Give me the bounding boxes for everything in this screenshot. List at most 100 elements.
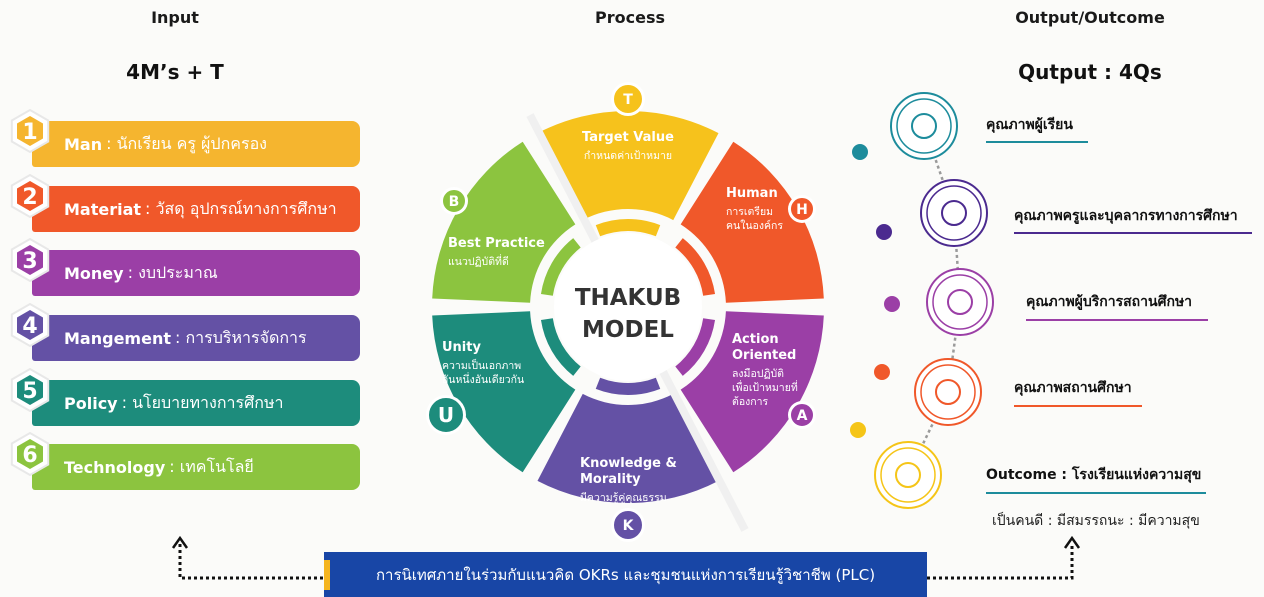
wheel-segment-u (432, 311, 576, 473)
wheel-badge-letter: U (438, 403, 454, 427)
wheel-badge-letter: K (623, 518, 635, 534)
footer-banner: การนิเทศภายในร่วมกับแนวคิด OKRs และชุมชน… (324, 552, 927, 597)
hexagon-fill (17, 375, 43, 405)
output-node-icon (941, 200, 967, 226)
thakub-wheel: THAKUB MODEL Target Value กำหนดค่าเป้าหมา… (426, 82, 824, 542)
wheel-inner-ring (540, 318, 581, 376)
input-item-money: Money: งบประมาณ (32, 250, 360, 296)
output-header: Output/Outcome (1015, 8, 1165, 27)
output-title: Qutput : 4Qs (1018, 60, 1162, 84)
wheel-inner-ring (675, 238, 716, 296)
input-item-material: Materiat: วัสดุ อุปกรณ์ทางการศึกษา (32, 186, 360, 232)
output-underline (1026, 319, 1208, 321)
wheel-segment-title: Human (726, 186, 778, 201)
output-node (926, 185, 982, 241)
input-item-management: Mangement: การบริหารจัดการ (32, 315, 360, 361)
input-key: Technology (64, 457, 166, 477)
input-key: Man (64, 134, 103, 154)
input-item-technology: Technology: เทคโนโลยี (32, 444, 360, 490)
wheel-segment-b (432, 141, 576, 303)
wheel-segment-sub: มีความรู้คู่คุณธรรม (580, 491, 667, 504)
wheel-segment-sub: ความเป็นเอกภาพอันหนึ่งอันเดียวกัน (442, 358, 524, 386)
outcome-sub: เป็นคนดี : มีสมรรถนะ : มีความสุข (992, 513, 1200, 529)
wheel-badge (441, 188, 467, 214)
hexagon-fill (17, 439, 43, 469)
right-arrow-head (1063, 535, 1081, 549)
wheel-segment-sub: ลงมือปฏิบัติเพื่อเป้าหมายที่ต้องการ (732, 367, 798, 408)
wheel-segment-t (537, 111, 719, 221)
hexagon-fill (17, 116, 43, 146)
wheel-segment-title: Unity (442, 340, 481, 355)
wheel-segment-sub: การเตรียมคนในองค์กร (726, 205, 783, 232)
input-number: 2 (22, 185, 37, 210)
left-arrow-head (171, 535, 189, 549)
outcome-underline (986, 492, 1206, 494)
wheel-badge (612, 509, 644, 541)
input-key: Materiat (64, 199, 142, 219)
wheel-badge (789, 402, 815, 428)
input-key: Policy (64, 393, 118, 413)
input-desc: : งบประมาณ (127, 262, 218, 282)
wheel-inner-ring (540, 238, 581, 296)
output-node-icon (911, 113, 937, 139)
wheel-segment-a (680, 311, 824, 473)
output-droplet (850, 422, 866, 438)
input-desc: : นโยบายทางการศึกษา (121, 392, 284, 412)
output-label-admin: คุณภาพผู้บริการสถานศึกษา (1026, 294, 1193, 310)
wheel-badge-letter: H (796, 202, 808, 218)
input-item-policy: Policy: นโยบายทางการศึกษา (32, 380, 360, 426)
left-feedback-line (178, 544, 326, 580)
output-droplet (876, 224, 892, 240)
feedback-arrows (171, 535, 1081, 580)
input-desc: : เทคโนโลยี (169, 456, 254, 476)
hexagon-fill (17, 245, 43, 275)
input-number: 4 (22, 314, 37, 339)
wheel-segment-title: Target Value (582, 130, 674, 145)
wheel-center (554, 233, 702, 381)
input-title: 4M’s + T (126, 60, 224, 84)
output-node-icon (947, 289, 973, 315)
wheel-segment-title: Knowledge &Morality (580, 456, 677, 487)
output-underline (986, 141, 1088, 143)
wheel-segment-title: Best Practice (448, 236, 545, 251)
output-node (932, 274, 988, 330)
input-number: 3 (22, 249, 37, 274)
input-desc: : นักเรียน ครู ผู้ปกครอง (106, 133, 267, 153)
input-number: 5 (22, 379, 37, 404)
wheel-badge-letter: T (623, 92, 633, 108)
hexagon-fill (17, 310, 43, 340)
wheel-inner-ring (595, 377, 661, 396)
output-droplet (874, 364, 890, 380)
wheel-segment-sub: แนวปฏิบัติที่ดี (448, 254, 509, 268)
output-underline (1014, 232, 1252, 234)
output-node-icon (935, 379, 961, 405)
right-feedback-line (927, 544, 1074, 580)
input-key: Mangement (64, 328, 171, 348)
output-node (920, 364, 976, 420)
output-droplet (852, 144, 868, 160)
wheel-segment-h (680, 141, 824, 303)
input-header: Input (151, 8, 199, 27)
input-item-man: Man: นักเรียน ครู ผู้ปกครอง (32, 121, 360, 167)
wheel-badge (427, 396, 465, 434)
output-droplet (884, 296, 900, 312)
wheel-center-line1: THAKUB (575, 285, 681, 311)
wheel-badge-letter: B (449, 194, 460, 210)
process-header: Process (595, 8, 665, 27)
output-label-learner: คุณภาพผู้เรียน (986, 117, 1073, 133)
output-label-teacher: คุณภาพครูและบุคลากรทางการศึกษา (1014, 208, 1238, 224)
wheel-inner-ring (675, 318, 716, 376)
output-node-icon (895, 462, 921, 488)
input-desc: : วัสดุ อุปกรณ์ทางการศึกษา (145, 198, 337, 218)
hexagon-fill (17, 181, 43, 211)
output-label-school: คุณภาพสถานศึกษา (1014, 380, 1132, 396)
wheel-badge (789, 196, 815, 222)
footer-text: การนิเทศภายในร่วมกับแนวคิด OKRs และชุมชน… (375, 565, 876, 584)
wheel-inner-ring (595, 219, 661, 237)
wheel-center-line2: MODEL (582, 317, 674, 343)
wheel-segment-sub: กำหนดค่าเป้าหมาย (584, 150, 672, 162)
input-desc: : การบริหารจัดการ (174, 327, 307, 347)
wheel-badge (612, 83, 644, 115)
input-number: 6 (22, 443, 37, 468)
